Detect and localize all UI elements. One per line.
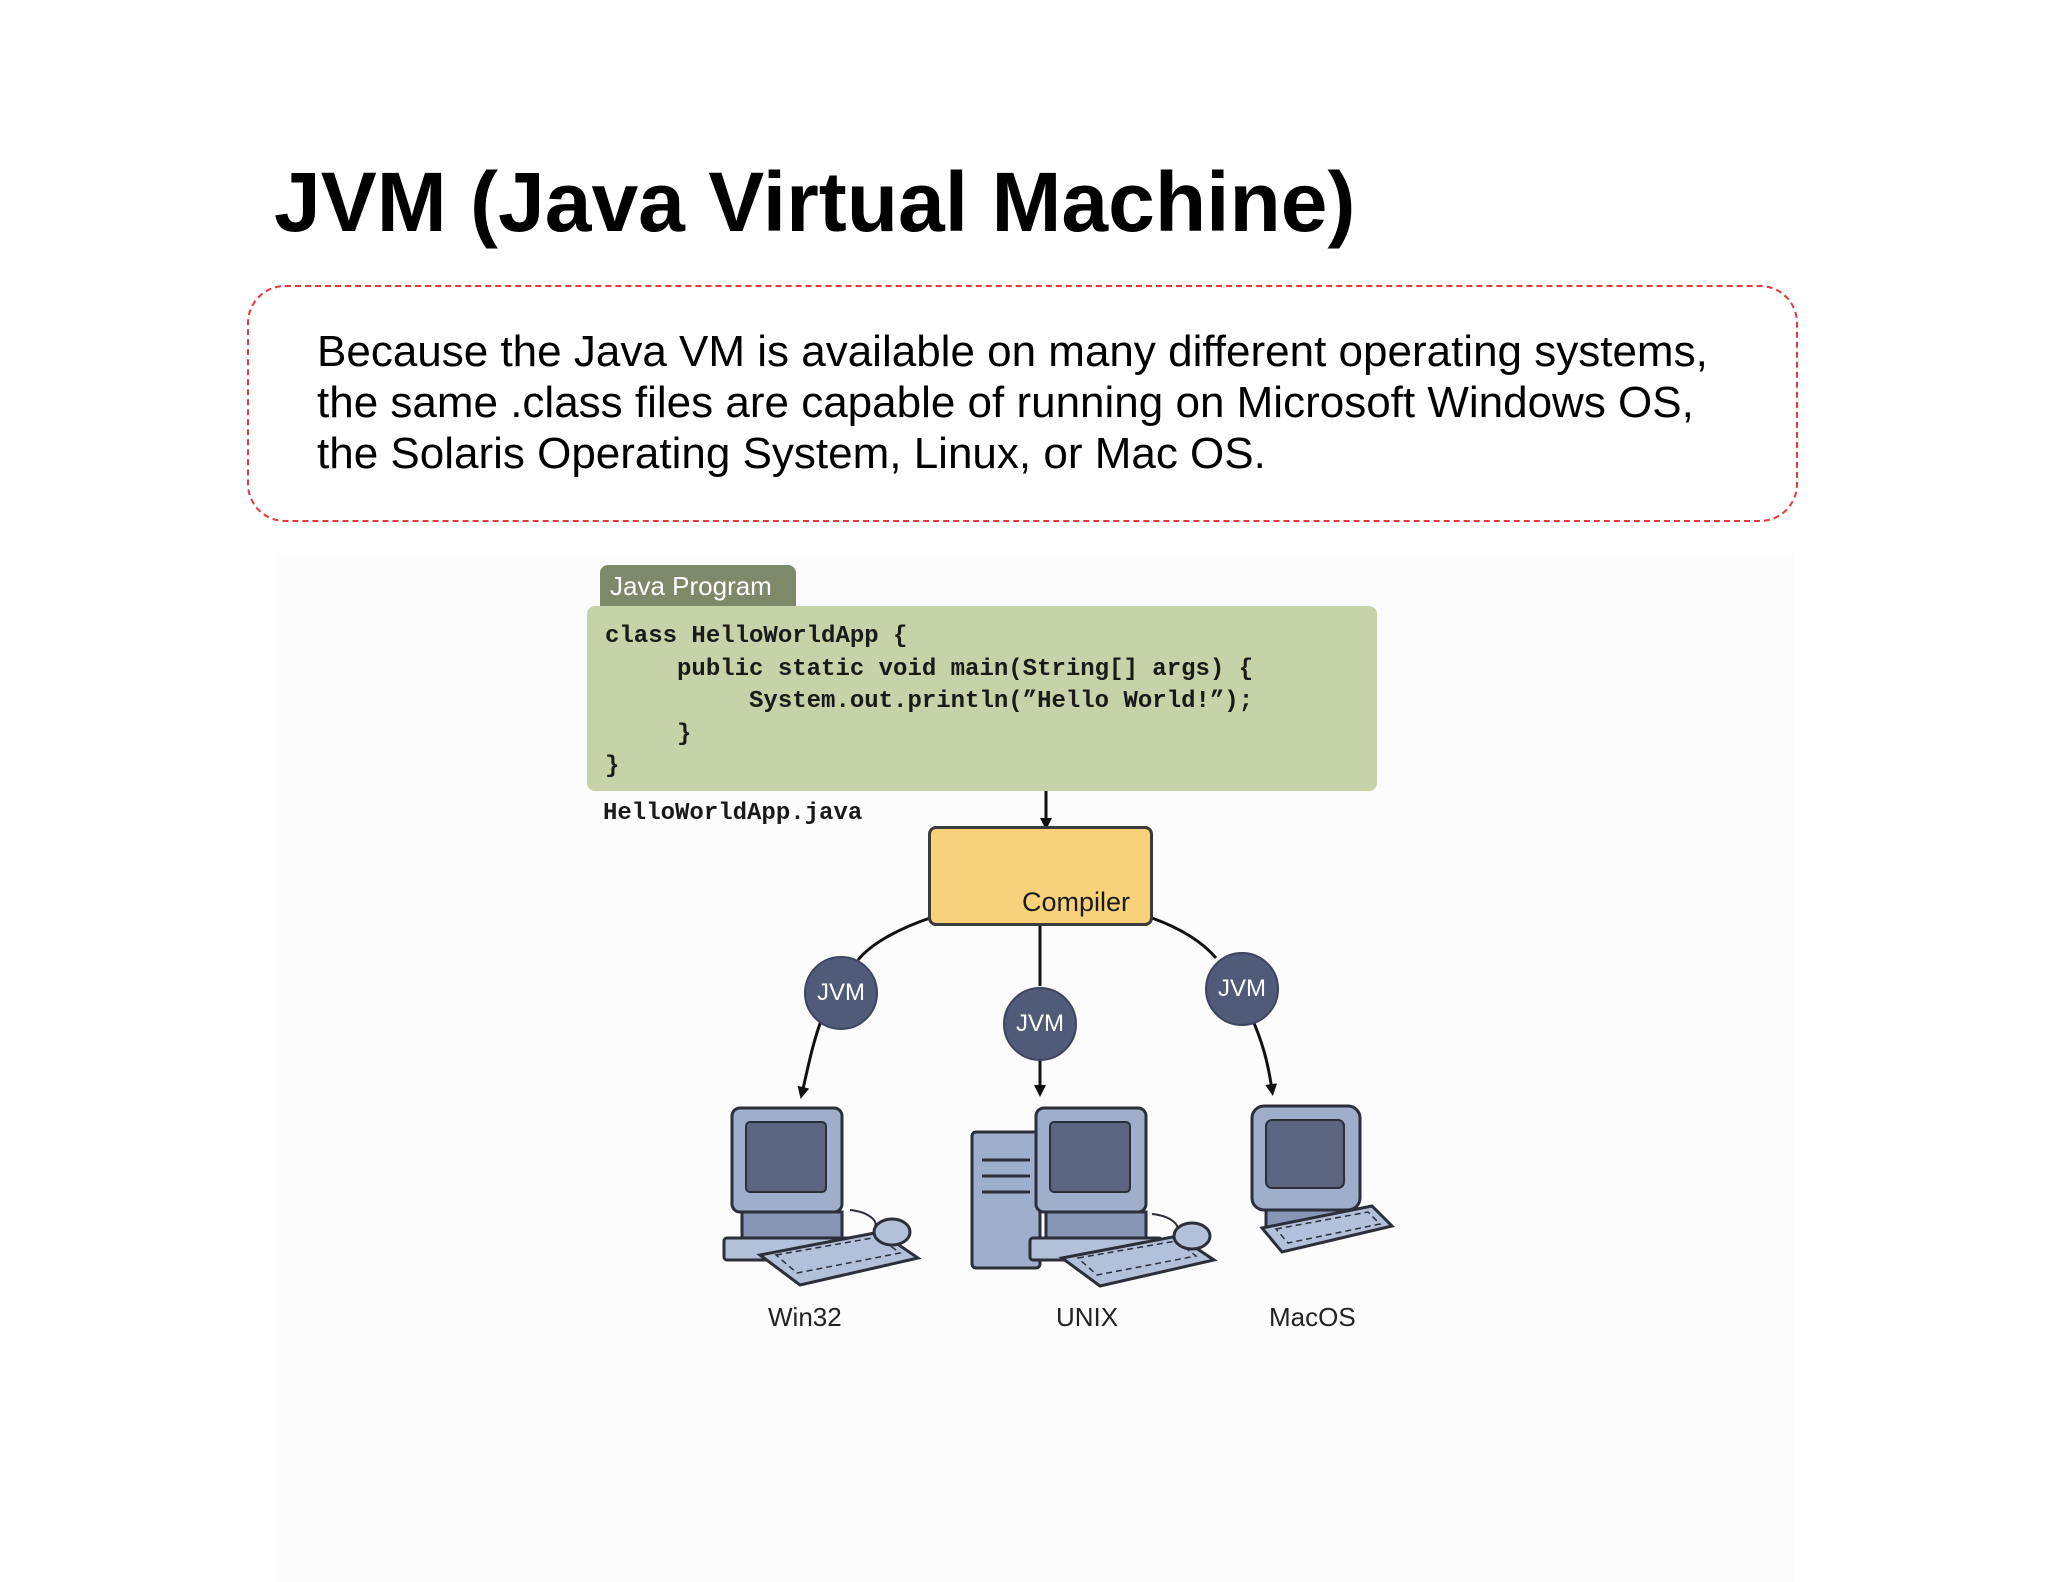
mouse-icon (1151, 1213, 1212, 1251)
note-box (247, 285, 1798, 522)
jvm-node-win32: JVM (804, 956, 878, 1030)
jvm-node-unix: JVM (1003, 987, 1077, 1061)
code-line: } (605, 720, 692, 748)
platform-label-win32: Win32 (768, 1302, 842, 1332)
keyboard-icon (1058, 1234, 1218, 1288)
keyboard-icon (756, 1230, 922, 1287)
slide-title: JVM (Java Virtual Machine) (274, 155, 1356, 249)
keyboard-icon (1259, 1204, 1395, 1254)
jvm-node-macos: JVM (1205, 952, 1279, 1026)
compiler-box (928, 826, 1153, 926)
computer-icon (722, 1106, 860, 1262)
code-line: } (605, 753, 620, 780)
note-text: Because the Java VM is available on many… (317, 327, 1708, 478)
mouse-icon (849, 1209, 912, 1247)
code-line: System.out.println(”Hello World!”); (605, 688, 1254, 715)
connector-compiler-right (1151, 916, 1218, 959)
code-line: public static void main(String[] args) { (605, 655, 1254, 683)
code-line: class HelloWorldApp { (605, 623, 908, 650)
platform-label-macos: MacOS (1269, 1302, 1356, 1332)
arrow-jvm-to-macos (1248, 1013, 1278, 1096)
compiler-label: Compiler (1022, 887, 1131, 917)
arrow-jvm-to-win32 (797, 1017, 824, 1099)
computer-icon (1028, 1106, 1164, 1262)
connector-compiler-left (856, 916, 931, 961)
source-filename: HelloWorldApp.java (603, 800, 863, 827)
java-program-tab: Java Program (600, 565, 796, 607)
platform-label-unix: UNIX (1056, 1302, 1119, 1332)
code-panel: class HelloWorldApp { public static void… (587, 606, 1377, 791)
